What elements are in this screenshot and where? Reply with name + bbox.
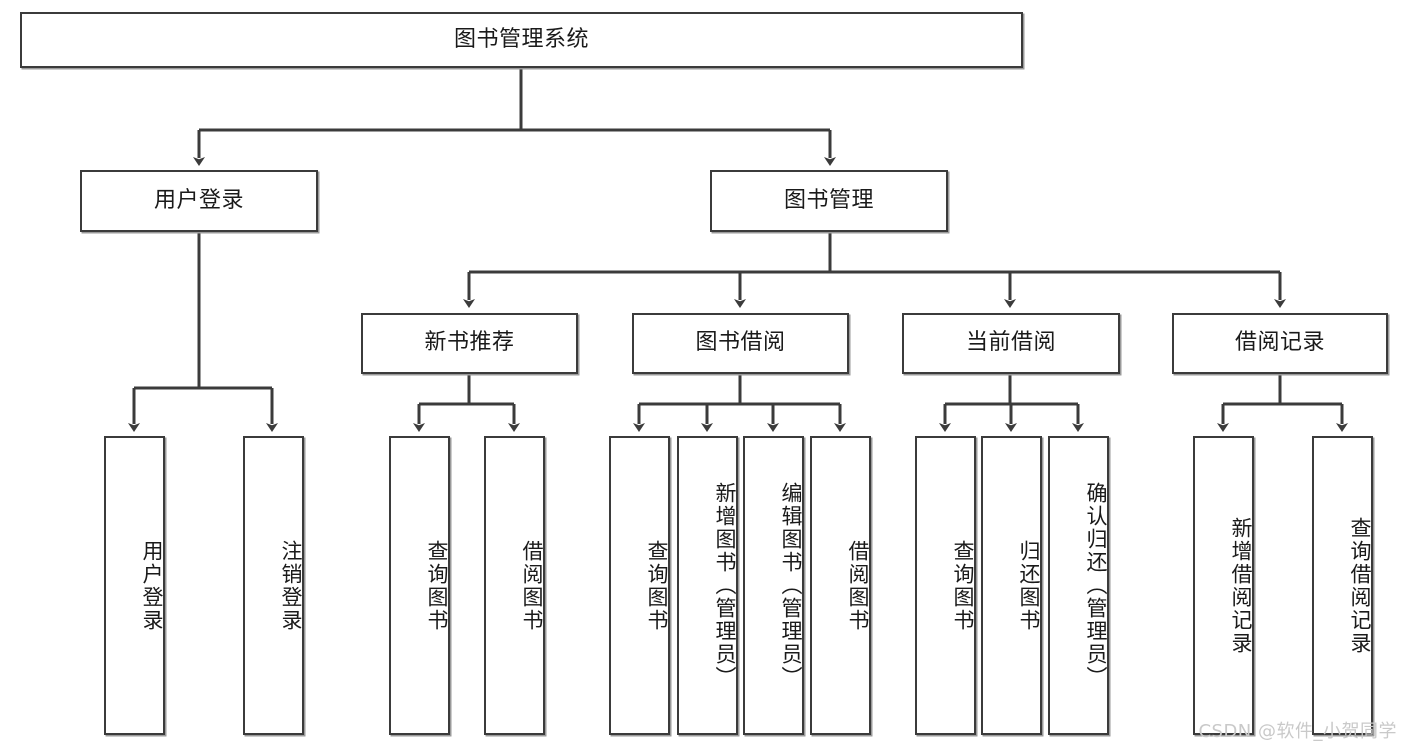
node-book-borrow[interactable]: 图书借阅: [632, 313, 849, 374]
leaf-borrow-book[interactable]: 借阅图书: [810, 436, 871, 735]
leaf-edit-book-admin[interactable]: 编辑图书（管理员）: [743, 436, 804, 735]
leaf-query-borrow-record[interactable]: 查询借阅记录: [1312, 436, 1373, 735]
node-new-book-recommend[interactable]: 新书推荐: [361, 313, 578, 374]
node-user-login[interactable]: 用户登录: [80, 170, 318, 232]
leaf-add-borrow-record[interactable]: 新增借阅记录: [1193, 436, 1254, 735]
leaf-logout-login[interactable]: 注销登录: [243, 436, 304, 735]
leaf-user-login[interactable]: 用户登录: [104, 436, 165, 735]
leaf-add-book-admin[interactable]: 新增图书（管理员）: [677, 436, 738, 735]
node-current-borrow[interactable]: 当前借阅: [902, 313, 1120, 374]
node-root[interactable]: 图书管理系统: [20, 12, 1023, 68]
leaf-borrow-book-recommend[interactable]: 借阅图书: [484, 436, 545, 735]
leaf-query-book-recommend[interactable]: 查询图书: [389, 436, 450, 735]
leaf-query-book-current[interactable]: 查询图书: [915, 436, 976, 735]
node-book-management[interactable]: 图书管理: [710, 170, 948, 232]
leaf-confirm-return-admin[interactable]: 确认归还（管理员）: [1048, 436, 1109, 735]
leaf-query-book-borrow[interactable]: 查询图书: [609, 436, 670, 735]
leaf-return-book[interactable]: 归还图书: [981, 436, 1042, 735]
csdn-watermark: CSDN @软件_小贺同学: [1198, 721, 1397, 742]
node-borrow-record[interactable]: 借阅记录: [1172, 313, 1388, 374]
